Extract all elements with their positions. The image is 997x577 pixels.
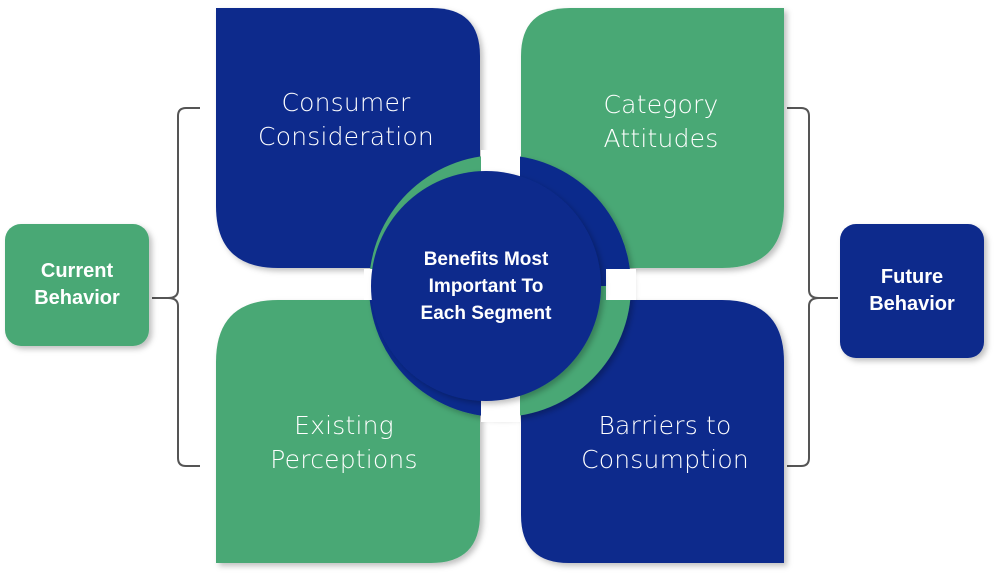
right-bracket: [787, 107, 838, 467]
future-behavior-box: [840, 224, 984, 358]
left-bracket: [152, 107, 200, 467]
current-behavior-box: [5, 224, 149, 346]
center-inner-circle: [371, 171, 601, 401]
center-gap-horizontal-right: [606, 269, 636, 300]
